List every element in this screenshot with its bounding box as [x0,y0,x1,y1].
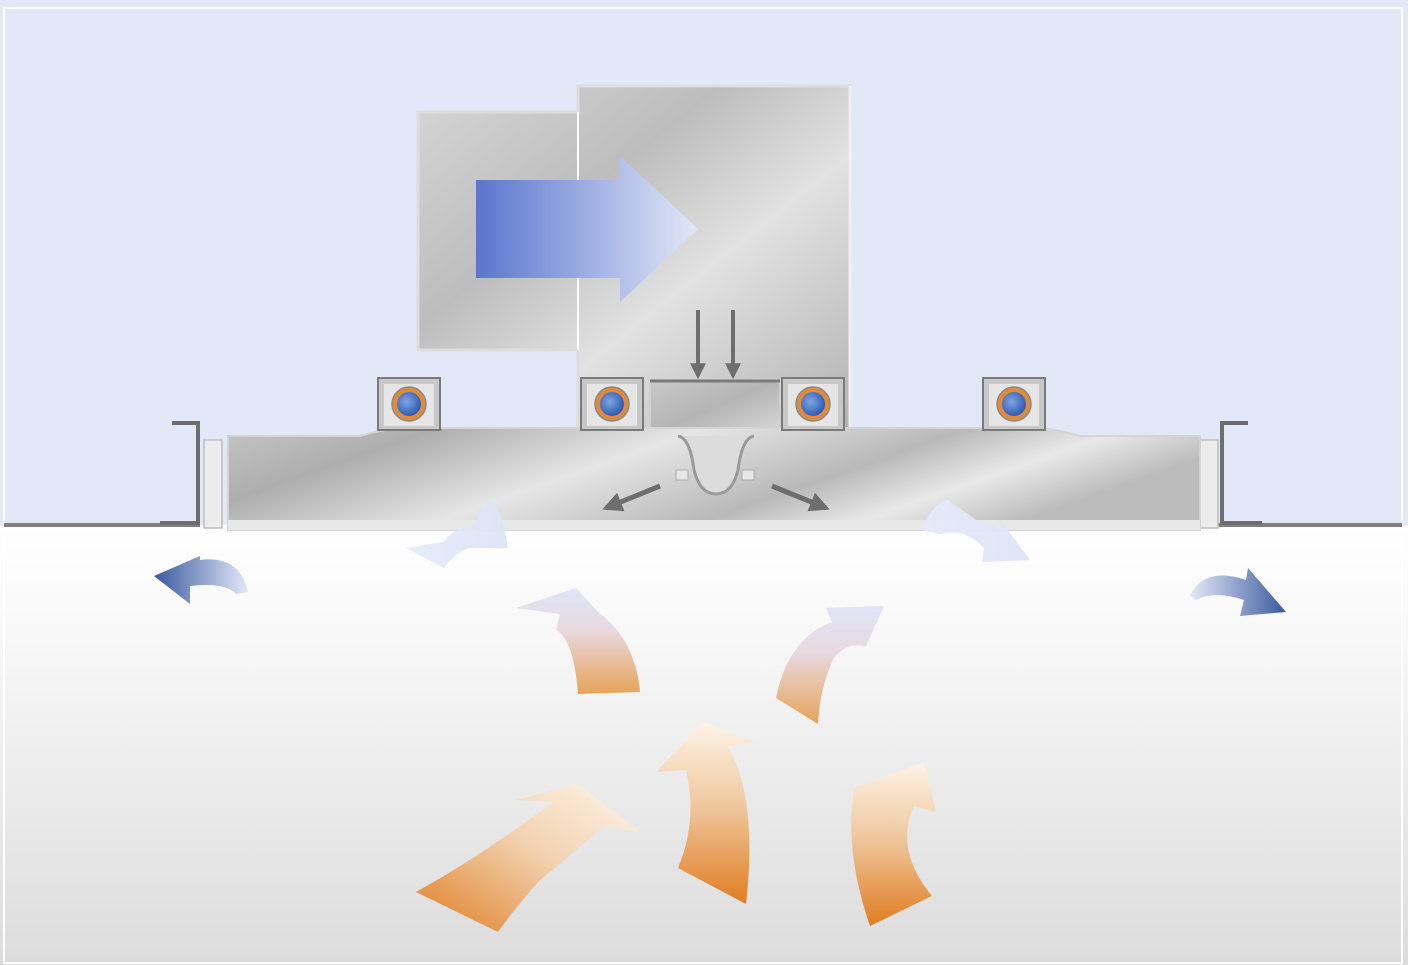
nozzle-lip-right [741,469,755,481]
discharge-arrow-outer-left [154,556,248,604]
clip-left [203,439,223,529]
pipe-chilled-water [397,392,421,416]
jet-arrow-right [771,483,830,512]
ceiling-profile-left [160,421,200,525]
nozzle-chamber [649,379,781,436]
room-air-arrow-bottom-1 [416,784,640,932]
jet-arrow-left [602,483,661,512]
clip-right [1199,439,1219,529]
coil-pipe-3 [781,377,845,431]
discharge-arrow-inner-right [920,500,1030,562]
room-air-arrow-bottom-3 [844,762,936,926]
outer-frame [3,7,1403,964]
coil-pipe-2 [580,377,644,431]
coil-pipe-1 [377,377,441,431]
ceiling-profile-right [1220,421,1262,525]
coil-pipes [377,377,1046,431]
room-air-arrow-bottom-2 [656,722,756,904]
discharge-arrow-outer-right [1190,568,1286,616]
beam-bottom-lip [228,520,1200,530]
nozzle-lip-left [675,469,689,481]
pipe-chilled-water [801,392,825,416]
pipe-chilled-water [1002,392,1026,416]
discharge-arrow-inner-left [406,500,508,568]
pipe-chilled-water [600,392,624,416]
supply-air-arrow [476,156,698,302]
room-air-arrow-mid-right [776,606,884,724]
room-air-arrow-mid-left [516,588,640,694]
nozzle-slot [677,434,755,496]
coil-pipe-4 [982,377,1046,431]
